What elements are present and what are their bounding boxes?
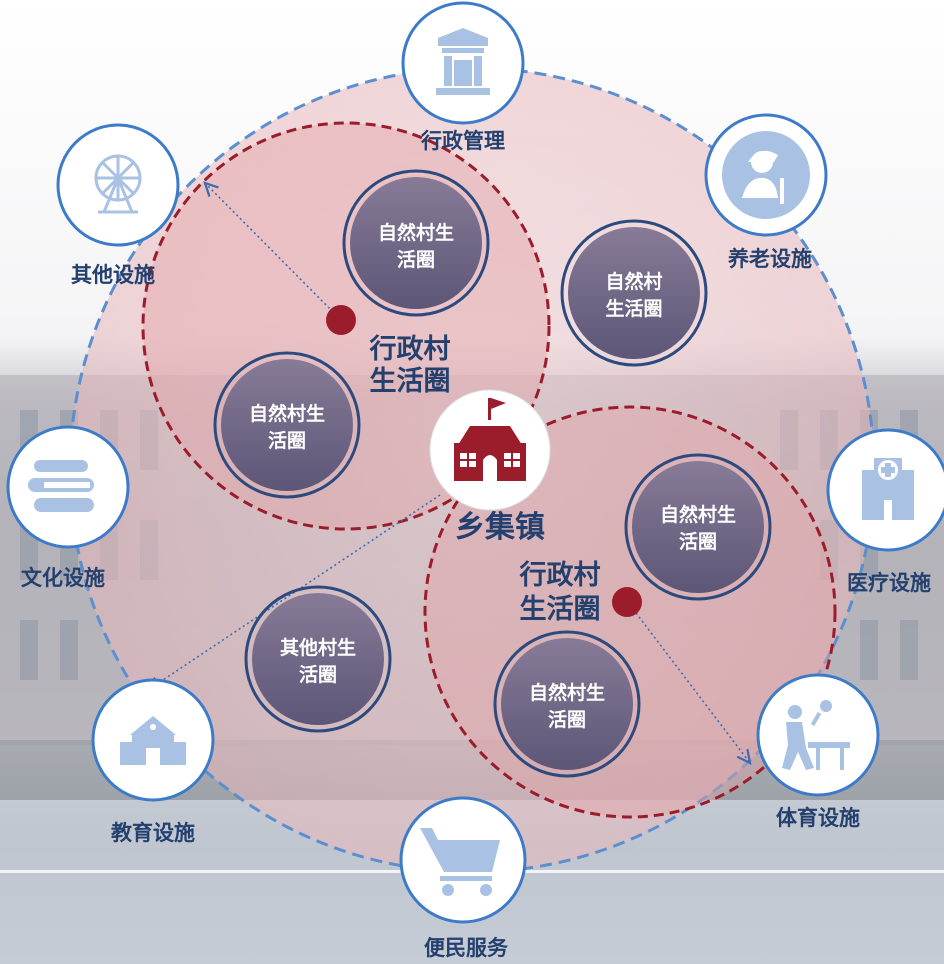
town-center-label: 乡集镇 — [455, 510, 545, 545]
government-building-icon — [436, 28, 490, 95]
books-icon — [28, 460, 94, 512]
natural-village-label: 活圈 — [679, 530, 717, 553]
school-icon — [120, 716, 186, 765]
facility-convenience-service: 便民服务 — [399, 796, 527, 960]
town-center-node: 乡集镇 — [429, 389, 551, 545]
natural-village-label: 自然村生 — [660, 503, 736, 526]
facility-label: 体育设施 — [776, 806, 860, 830]
natural-village-circle-2: 自然村 生活圈 — [560, 219, 708, 367]
natural-village-label: 自然村生 — [249, 402, 325, 425]
hospital-icon — [862, 458, 914, 520]
shopping-cart-icon — [420, 828, 500, 896]
facility-medical: 医疗设施 — [826, 428, 944, 595]
natural-village-label: 自然村生 — [378, 221, 454, 244]
admin-village-label: 生活圈 — [370, 366, 451, 397]
facility-elderly-care: 养老设施 — [704, 113, 828, 271]
natural-village-circle-1: 自然村生 活圈 — [342, 169, 490, 317]
natural-village-label: 活圈 — [397, 248, 435, 271]
natural-village-circle-3: 自然村生 活圈 — [213, 351, 361, 499]
connector-arrow-education — [148, 494, 441, 690]
elderly-person-icon — [722, 131, 810, 219]
facility-label: 行政管理 — [420, 129, 505, 153]
schoolhouse-icon — [454, 398, 526, 481]
facility-label: 医疗设施 — [847, 571, 931, 595]
table-tennis-icon — [782, 700, 850, 770]
facility-culture: 文化设施 — [6, 425, 130, 590]
natural-village-label: 自然村 — [605, 270, 662, 293]
facility-sports: 体育设施 — [756, 673, 880, 830]
facility-admin-management: 行政管理 — [401, 1, 525, 153]
natural-village-label: 自然村生 — [529, 681, 605, 704]
ferris-wheel-icon — [94, 154, 142, 214]
natural-village-label: 活圈 — [268, 429, 306, 452]
natural-village-circle-4: 自然村生 活圈 — [624, 453, 772, 601]
admin-village-label: 行政村 — [519, 559, 601, 591]
natural-village-label: 其他村生 — [280, 636, 356, 659]
other-village-circle: 其他村生 活圈 — [244, 585, 392, 733]
facility-label: 便民服务 — [424, 936, 509, 960]
natural-village-label: 生活圈 — [605, 297, 662, 320]
admin-village-center-dot-2 — [612, 587, 642, 617]
facility-label: 养老设施 — [727, 247, 812, 271]
facility-education: 教育设施 — [91, 678, 215, 845]
connector-arrow-other — [205, 183, 341, 320]
connector-arrow-sports — [629, 604, 750, 763]
facility-other: 其他设施 — [56, 123, 180, 287]
facility-label: 其他设施 — [71, 263, 155, 287]
natural-village-label: 活圈 — [548, 708, 586, 731]
admin-village-label: 生活圈 — [520, 594, 601, 625]
natural-village-circle-5: 自然村生 活圈 — [493, 630, 641, 778]
admin-village-label: 行政村 — [369, 333, 451, 365]
facility-label: 教育设施 — [111, 821, 195, 845]
natural-village-label: 活圈 — [299, 663, 337, 686]
facility-label: 文化设施 — [21, 566, 105, 590]
admin-village-center-dot-1 — [326, 305, 356, 335]
